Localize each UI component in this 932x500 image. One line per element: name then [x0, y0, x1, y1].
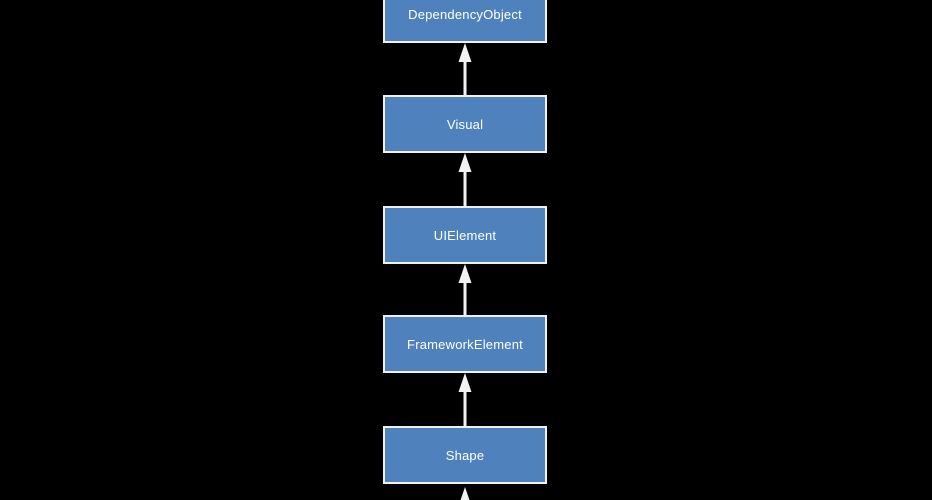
class-node-label: Visual: [446, 116, 484, 132]
inheritance-arrow-up-icon: [458, 373, 472, 426]
class-node-label: FrameworkElement: [407, 336, 523, 352]
inheritance-arrow-up-partial-icon: [460, 487, 470, 500]
class-node-visual: Visual: [383, 95, 547, 153]
inheritance-arrow-up-icon: [458, 43, 472, 95]
inheritance-arrow-up-icon: [458, 264, 472, 315]
class-node-uielement: UIElement: [383, 206, 547, 264]
class-node-label: Shape: [445, 447, 485, 463]
class-node-shape: Shape: [383, 426, 547, 484]
inheritance-arrow-up-icon: [458, 153, 472, 206]
class-node-label: UIElement: [433, 227, 497, 243]
class-node-dependencyobject: DependencyObject: [383, 0, 547, 43]
class-node-label: DependencyObject: [408, 6, 522, 22]
class-node-frameworkelement: FrameworkElement: [383, 315, 547, 373]
